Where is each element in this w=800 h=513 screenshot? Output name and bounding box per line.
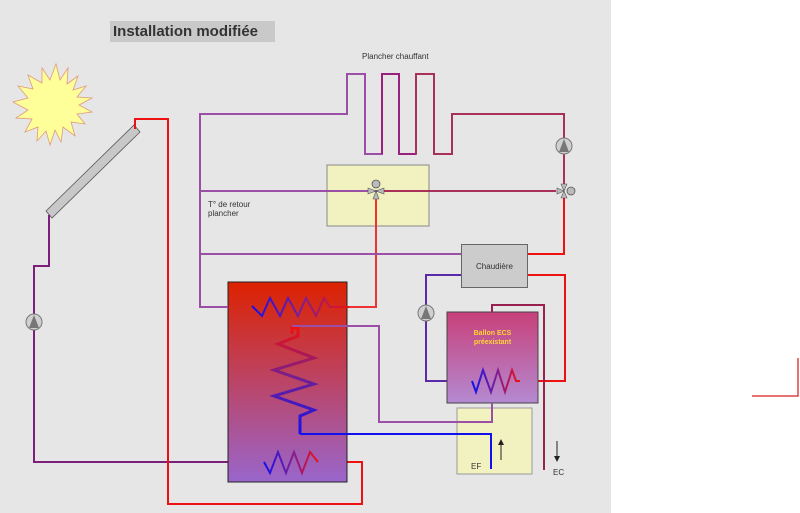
boiler-dhw-flow: [520, 274, 566, 382]
cold-water-arrow-icon: [498, 439, 504, 460]
floor-loop-warm: [381, 73, 416, 155]
tank-dhw-coil: [269, 326, 319, 434]
sun-icon: [11, 62, 94, 147]
cold-water-pipe: [300, 433, 492, 469]
tank-upper-coil: [251, 295, 349, 319]
dhw-tank-label-1: Ballon ECS: [473, 330, 512, 337]
boiler-label: Chaudière: [476, 261, 513, 271]
diagram-title: Installation modifiée: [110, 21, 275, 42]
solar-flow-pipe: [134, 118, 363, 505]
dhw-tank-coil: [471, 366, 520, 396]
motorized-valve-icon[interactable]: [556, 183, 576, 199]
solar-return-pipe: [33, 215, 264, 463]
stray-red-bracket: [752, 358, 799, 397]
hot-water-label: EC: [553, 468, 565, 477]
dhw-to-tank-pipe: [292, 325, 493, 423]
dhw-tank-label-2: préexistant: [473, 339, 512, 346]
tank-to-mixing-pipe: [349, 196, 377, 308]
mixing-valve-icon[interactable]: [367, 179, 385, 200]
cold-water-label: EF: [471, 462, 482, 471]
floor-loop-hot: [415, 73, 565, 190]
return-temp-label-1: T° de retour: [208, 200, 251, 209]
dhw-tank-label: Ballon ECS préexistant: [447, 329, 538, 347]
floor-pump-icon[interactable]: [555, 137, 573, 155]
return-temp-label-2: plancher: [208, 209, 239, 218]
floor-heating-label: Plancher chauffant: [362, 52, 429, 61]
boiler-flow-pipe: [528, 198, 565, 255]
hot-water-arrow-icon: [554, 441, 560, 462]
tank-solar-coil: [263, 449, 319, 476]
solar-storage-tank: [227, 281, 348, 483]
dhw-pump-icon[interactable]: [417, 304, 435, 322]
boiler: Chaudière: [461, 244, 528, 288]
solar-pump-icon[interactable]: [25, 313, 43, 331]
cold-water-box: [456, 407, 533, 475]
hot-water-outlet-pipe: [491, 304, 545, 470]
